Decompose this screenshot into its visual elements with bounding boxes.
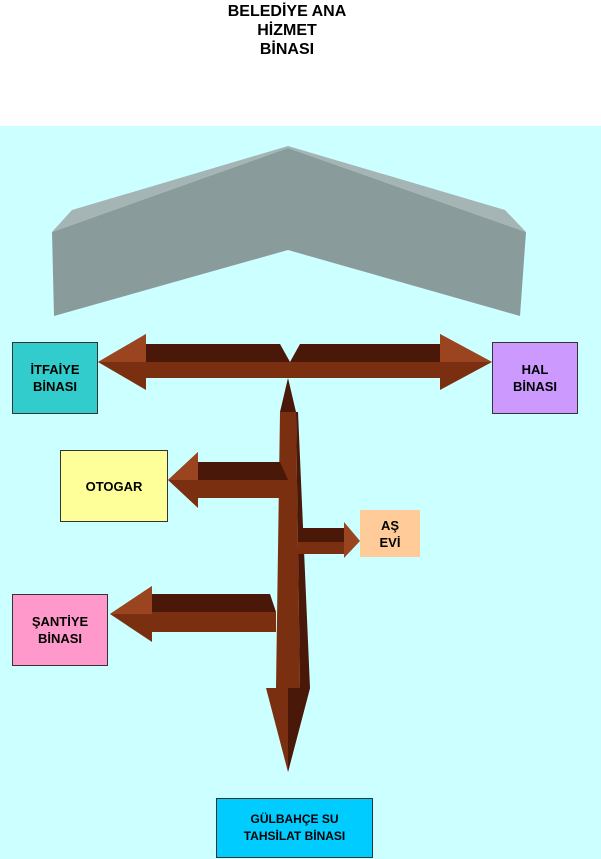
arrow-as-evi: [298, 522, 360, 558]
arrow-main-vertical: [266, 378, 310, 772]
diagram-title: BELEDİYE ANA HİZMET BİNASI: [227, 3, 347, 58]
arrow-otogar: [168, 452, 288, 508]
hal-binasi-box: HAL BİNASI: [492, 342, 578, 414]
main-building-shape: [52, 146, 526, 316]
itfaiye-binasi-box: İTFAİYE BİNASI: [12, 342, 98, 414]
as-evi-box: AŞ EVİ: [360, 510, 420, 557]
gulbahce-su-tahsilat-box: GÜLBAHÇE SU TAHSİLAT BİNASI: [216, 798, 373, 858]
arrow-main-horizontal: [98, 334, 492, 390]
santiye-binasi-box: ŞANTİYE BİNASI: [12, 594, 108, 666]
arrow-santiye: [110, 586, 276, 642]
otogar-box: OTOGAR: [60, 450, 168, 522]
